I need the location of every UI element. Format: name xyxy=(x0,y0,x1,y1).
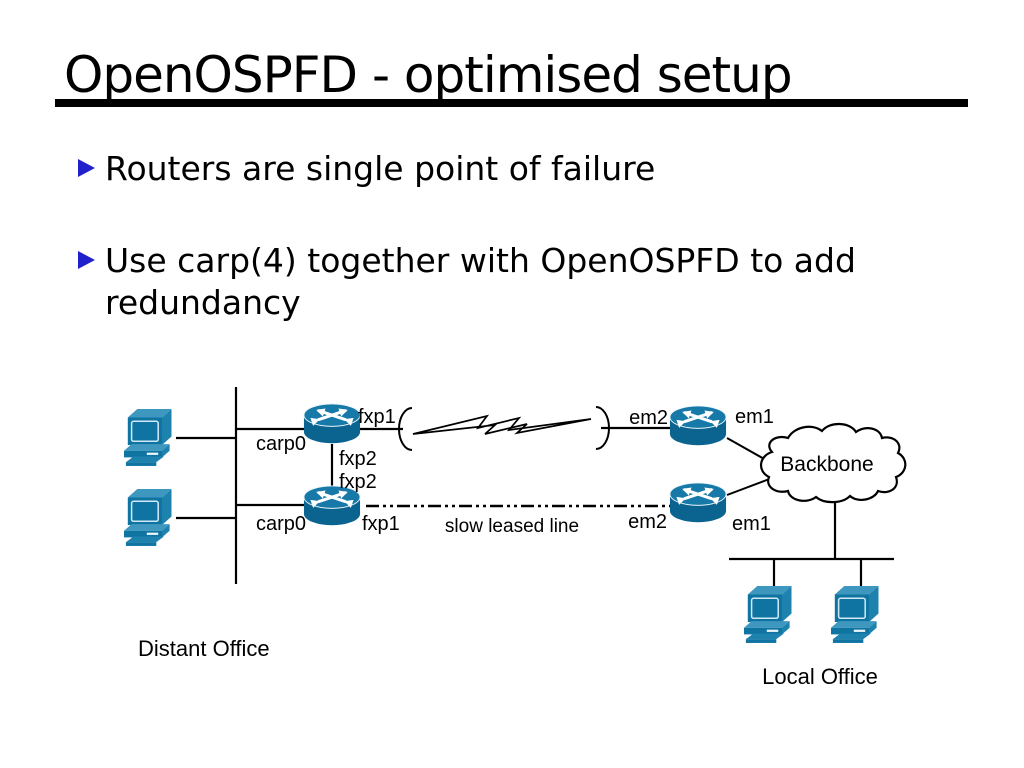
label-distant-office: Distant Office xyxy=(138,636,270,661)
label-em2-top: em2 xyxy=(629,407,668,429)
label-slow-leased-line: slow leased line xyxy=(445,516,579,537)
label-fxp1-top: fxp1 xyxy=(358,406,396,428)
label-carp0-top: carp0 xyxy=(256,433,306,455)
bullet-text: Use carp(4) together with OpenOSPFD to a… xyxy=(105,241,856,322)
label-fxp2-top: fxp2 xyxy=(339,448,377,470)
router-distant-top xyxy=(304,404,360,443)
router-local-top xyxy=(670,406,726,445)
backbone-cloud xyxy=(760,422,907,504)
router3-cloud-link xyxy=(726,437,767,461)
label-local-office: Local Office xyxy=(762,664,878,689)
bullet-text: Routers are single point of failure xyxy=(105,149,656,188)
workstation-local-1 xyxy=(744,585,793,644)
bullet-triangle-icon xyxy=(78,251,95,269)
router-local-bottom xyxy=(670,483,726,522)
workstation-distant-2 xyxy=(124,488,173,547)
label-carp0-bottom: carp0 xyxy=(256,513,306,535)
workstation-local-2 xyxy=(831,585,880,644)
wan-break-arc-left xyxy=(398,407,413,451)
workstation-distant-1 xyxy=(124,408,173,467)
bullet-triangle-icon xyxy=(78,159,95,177)
label-backbone: Backbone xyxy=(780,453,873,476)
label-fxp2-bottom: fxp2 xyxy=(339,471,377,493)
label-fxp1-bottom: fxp1 xyxy=(362,513,400,535)
title-underline xyxy=(55,99,968,107)
label-em1-top: em1 xyxy=(735,406,774,428)
lightning-bolt-icon xyxy=(412,414,592,435)
label-em2-bottom: em2 xyxy=(628,511,667,533)
router4-cloud-link xyxy=(726,477,773,496)
page-title: OpenOSPFD - optimised setup xyxy=(64,46,793,104)
label-em1-bottom: em1 xyxy=(732,513,771,535)
